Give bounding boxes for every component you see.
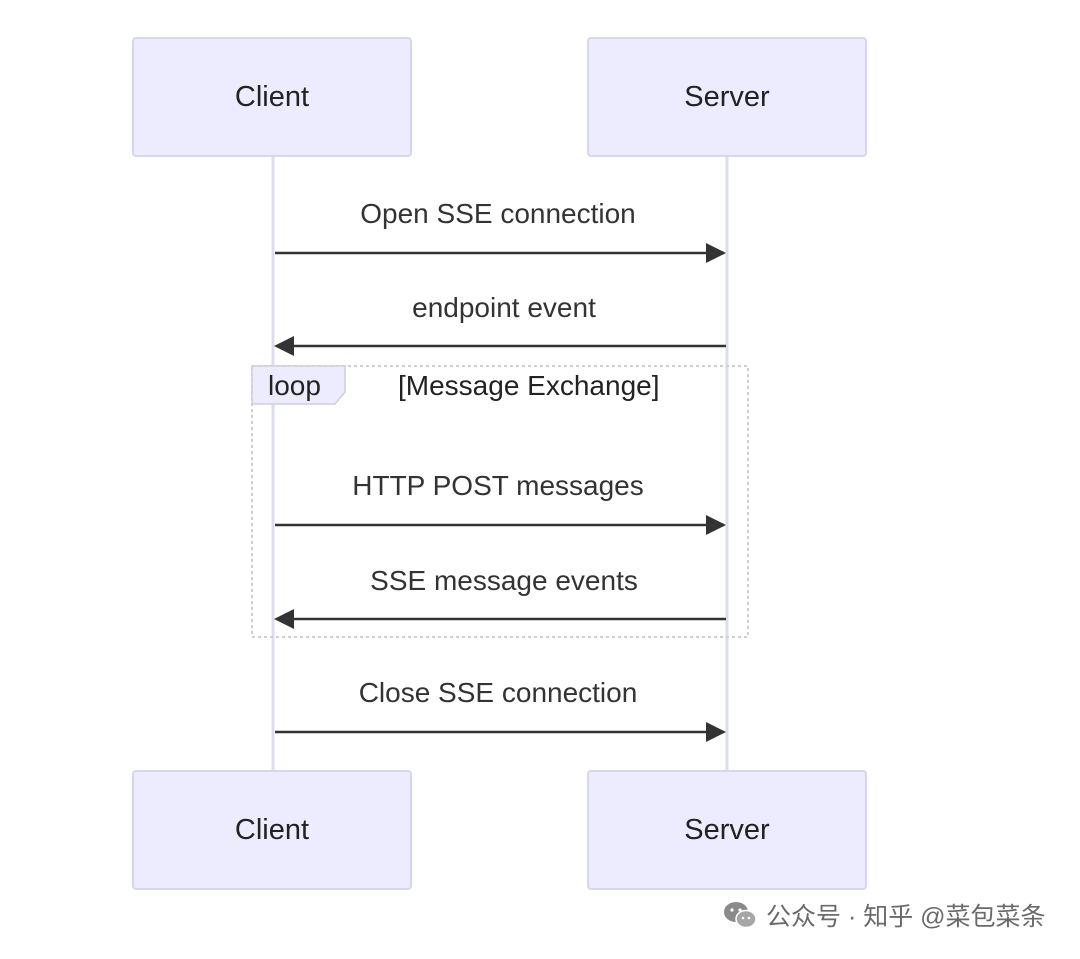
arrowhead-endpoint-event — [274, 336, 294, 356]
loop-condition: [Message Exchange] — [398, 370, 660, 401]
message-label-sse-events: SSE message events — [370, 565, 638, 596]
message-label-endpoint-event: endpoint event — [412, 292, 596, 323]
participant-server-label: Server — [684, 80, 770, 113]
participant-client-label: Client — [234, 813, 310, 846]
watermark-text: 公众号 · 知乎 @菜包菜条 — [766, 903, 1046, 931]
participant-client-bottom: Client — [132, 770, 412, 890]
participant-server-bottom: Server — [587, 770, 867, 890]
arrowhead-http-post — [706, 515, 726, 535]
arrowhead-close-sse — [706, 722, 726, 742]
message-label-open-sse: Open SSE connection — [360, 198, 636, 229]
loop-tag-box — [251, 365, 346, 405]
watermark: 公众号 · 知乎 @菜包菜条 — [722, 897, 1046, 933]
participant-server-top: Server — [587, 37, 867, 157]
message-label-http-post: HTTP POST messages — [352, 470, 644, 501]
participant-client-label: Client — [234, 80, 310, 113]
loop-tag: loop — [268, 370, 321, 401]
arrowhead-sse-events — [274, 609, 294, 629]
loop-frame — [251, 365, 749, 638]
arrowhead-open-sse — [706, 243, 726, 263]
participant-server-label: Server — [684, 813, 770, 846]
wechat-icon — [724, 902, 757, 929]
participant-client-top: Client — [132, 37, 412, 157]
message-label-close-sse: Close SSE connection — [358, 677, 638, 708]
